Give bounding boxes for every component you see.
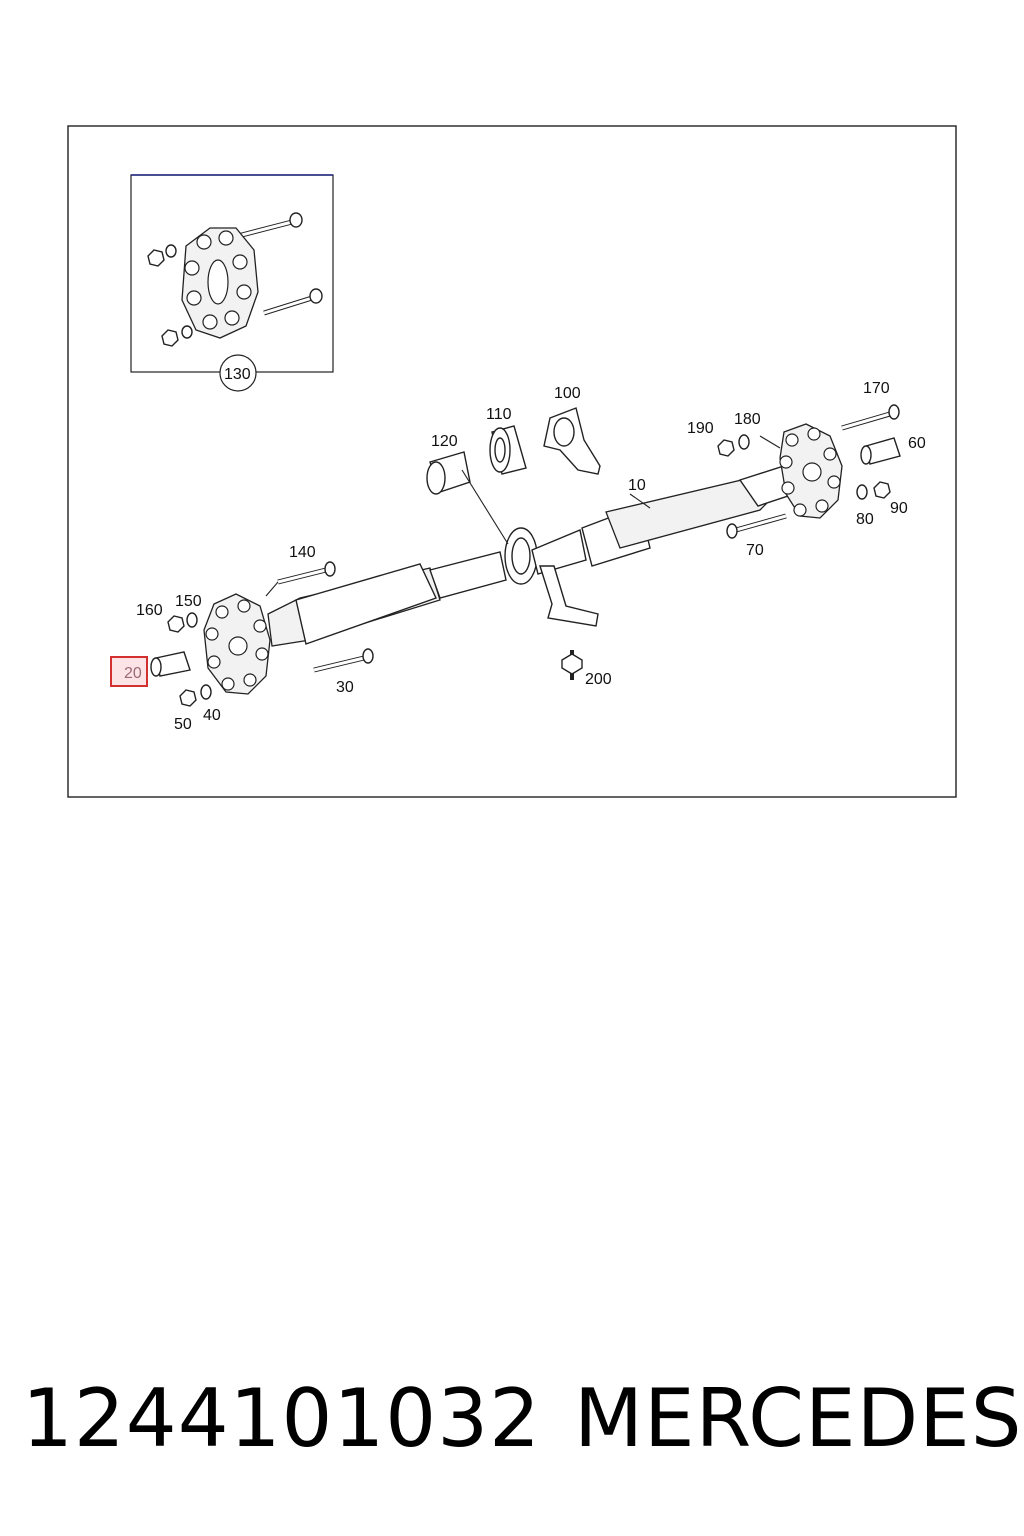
inset-nut-upper [147, 244, 177, 267]
callout-30: 30 [336, 679, 354, 696]
inset-bolt-upper [237, 212, 303, 239]
nut-50 [179, 689, 197, 707]
sleeve-60 [860, 437, 901, 465]
parts-diagram: 10 20 30 40 50 60 70 80 90 100 110 120 1… [67, 125, 957, 798]
bearing-110 [489, 425, 527, 475]
callout-20: 20 [124, 665, 142, 682]
nut-190 [717, 439, 735, 457]
callout-160: 160 [136, 602, 163, 619]
inset-nut-lower [161, 325, 193, 347]
callout-20-highlight [110, 656, 148, 687]
callout-110: 110 [486, 406, 512, 423]
rear-flex-disc [779, 423, 843, 519]
bolt-30 [313, 648, 374, 673]
callout-100: 100 [554, 385, 581, 402]
callout-180: 180 [734, 411, 761, 428]
sleeve-20 [150, 651, 191, 677]
part-number: 1244101032 [22, 1372, 541, 1465]
callout-130-circle [219, 354, 257, 392]
leader-lines [265, 435, 781, 597]
washer-80 [856, 484, 868, 500]
callout-40: 40 [203, 707, 221, 724]
footer: 1244101032 MERCEDES [0, 1372, 1024, 1482]
callout-10: 10 [628, 477, 646, 494]
propshaft-assembly [267, 463, 801, 647]
bolt-140 [277, 561, 336, 585]
callout-90: 90 [890, 500, 908, 517]
nut-90 [873, 481, 891, 499]
callout-150: 150 [175, 593, 202, 610]
inset-bolt-lower [263, 288, 323, 316]
callout-140: 140 [289, 544, 316, 561]
brand-name: MERCEDES [574, 1372, 1023, 1465]
nut-160 [167, 615, 185, 633]
washer-180 [738, 434, 750, 450]
callout-130: 130 [224, 366, 251, 383]
callout-70: 70 [746, 542, 764, 559]
callout-80: 80 [856, 511, 874, 528]
callout-120: 120 [431, 433, 458, 450]
washer-40 [200, 684, 212, 700]
bolt-70 [726, 513, 787, 539]
screw-200 [561, 650, 583, 680]
bolt-170 [841, 404, 900, 431]
callout-170: 170 [863, 380, 890, 397]
center-support-100 [543, 407, 601, 475]
callout-200: 200 [585, 671, 612, 688]
callout-50: 50 [174, 716, 192, 733]
inset-flex-disc-kit [130, 174, 334, 392]
washer-150 [186, 612, 198, 628]
callout-190: 190 [687, 420, 714, 437]
boot-120 [426, 451, 509, 545]
front-flex-disc [203, 593, 271, 695]
callout-60: 60 [908, 435, 926, 452]
